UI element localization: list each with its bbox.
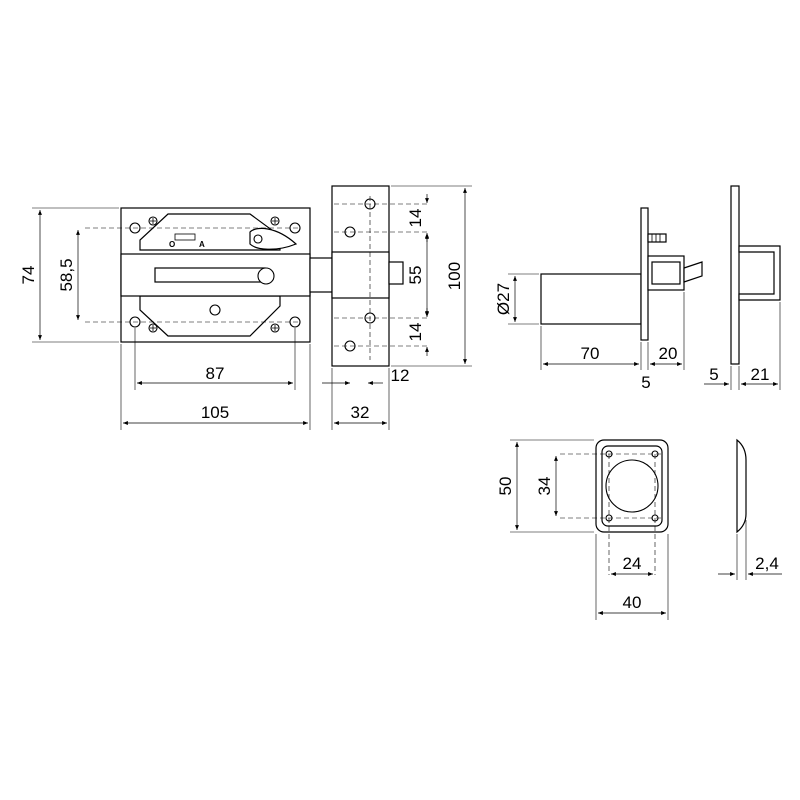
- svg-text:58,5: 58,5: [57, 258, 76, 291]
- dim-side-depth: 21: [741, 302, 781, 390]
- keeper-box: [331, 251, 390, 299]
- cylinder-side-view: [540, 207, 703, 341]
- dim-rosette-width: 40: [595, 534, 669, 620]
- dim-height-total: 74: [19, 207, 119, 343]
- svg-text:21: 21: [751, 365, 770, 384]
- dim-keeper-depth: 12: [322, 366, 409, 385]
- svg-text:87: 87: [206, 364, 225, 383]
- dim-side-plate-thickness: 5: [704, 365, 740, 390]
- dim-hole-pitch: 58,5: [57, 230, 80, 320]
- svg-text:70: 70: [581, 344, 600, 363]
- dim-rosette-pitch-horizontal: 24: [611, 554, 653, 576]
- side-bracket: [738, 245, 781, 301]
- svg-text:24: 24: [623, 554, 642, 573]
- rosette-cylinder-opening: [605, 459, 659, 513]
- dim-cylinder-length: 70: [540, 326, 642, 370]
- cylinder-cam: [651, 261, 681, 285]
- svg-text:20: 20: [659, 344, 678, 363]
- dim-keeper-width: 32: [331, 368, 390, 430]
- cylinder-body: [540, 273, 642, 325]
- cylinder-flange: [640, 207, 649, 341]
- dim-keeper-pitch-bottom: 14: [406, 308, 429, 356]
- keeper-strike-plate: [331, 185, 430, 367]
- mark-off: O: [169, 240, 175, 249]
- keeper-receiver: [388, 261, 404, 285]
- dim-body-width: 105: [120, 344, 311, 430]
- latch-lever: [249, 227, 298, 250]
- side-profile-view: [730, 185, 781, 365]
- svg-text:5: 5: [641, 373, 650, 392]
- dim-bolt-travel: 87: [134, 328, 296, 390]
- svg-text:12: 12: [391, 366, 410, 385]
- dim-cylinder-projection: 20: [647, 292, 685, 370]
- side-plate: [730, 185, 740, 365]
- svg-text:14: 14: [406, 323, 425, 342]
- svg-text:Ø27: Ø27: [494, 283, 513, 315]
- dim-plate-thickness: 5: [641, 373, 650, 392]
- dim-keeper-height: 100: [391, 185, 472, 367]
- dim-rosette-height: 50: [496, 439, 594, 533]
- rosette-side-view: [736, 438, 747, 534]
- bolt-knob: [257, 267, 275, 285]
- svg-text:55: 55: [406, 266, 425, 285]
- svg-text:5: 5: [709, 365, 718, 384]
- svg-text:40: 40: [623, 593, 642, 612]
- screw-icon: [148, 216, 280, 333]
- svg-text:50: 50: [496, 477, 515, 496]
- svg-text:74: 74: [19, 266, 38, 285]
- indicator-screw: [174, 233, 196, 241]
- rosette-profile: [736, 438, 747, 534]
- bolt-tongue: [309, 257, 335, 293]
- mount-hole-center: [209, 304, 221, 316]
- bolt-slot: [154, 267, 266, 283]
- cylinder-set-screw: [647, 233, 667, 243]
- svg-text:14: 14: [406, 209, 425, 228]
- svg-text:32: 32: [351, 403, 370, 422]
- dim-keeper-slot: 55: [406, 234, 429, 316]
- cylinder-tail: [683, 261, 703, 283]
- svg-text:100: 100: [445, 262, 464, 290]
- dim-keeper-pitch-top: 14: [406, 194, 429, 242]
- svg-text:34: 34: [535, 477, 554, 496]
- svg-text:2,4: 2,4: [755, 554, 779, 573]
- mark-on: A: [199, 240, 205, 249]
- svg-text:105: 105: [201, 403, 229, 422]
- lock-body-front-view: O A: [85, 207, 335, 343]
- dim-rosette-thickness: 2,4: [718, 520, 782, 580]
- rosette-front-view: [560, 439, 669, 575]
- dim-cylinder-diameter: Ø27: [494, 273, 539, 325]
- dim-rosette-pitch-vertical: 34: [535, 456, 558, 516]
- lock-top-cover: [139, 213, 281, 251]
- latch-pivot: [253, 234, 263, 244]
